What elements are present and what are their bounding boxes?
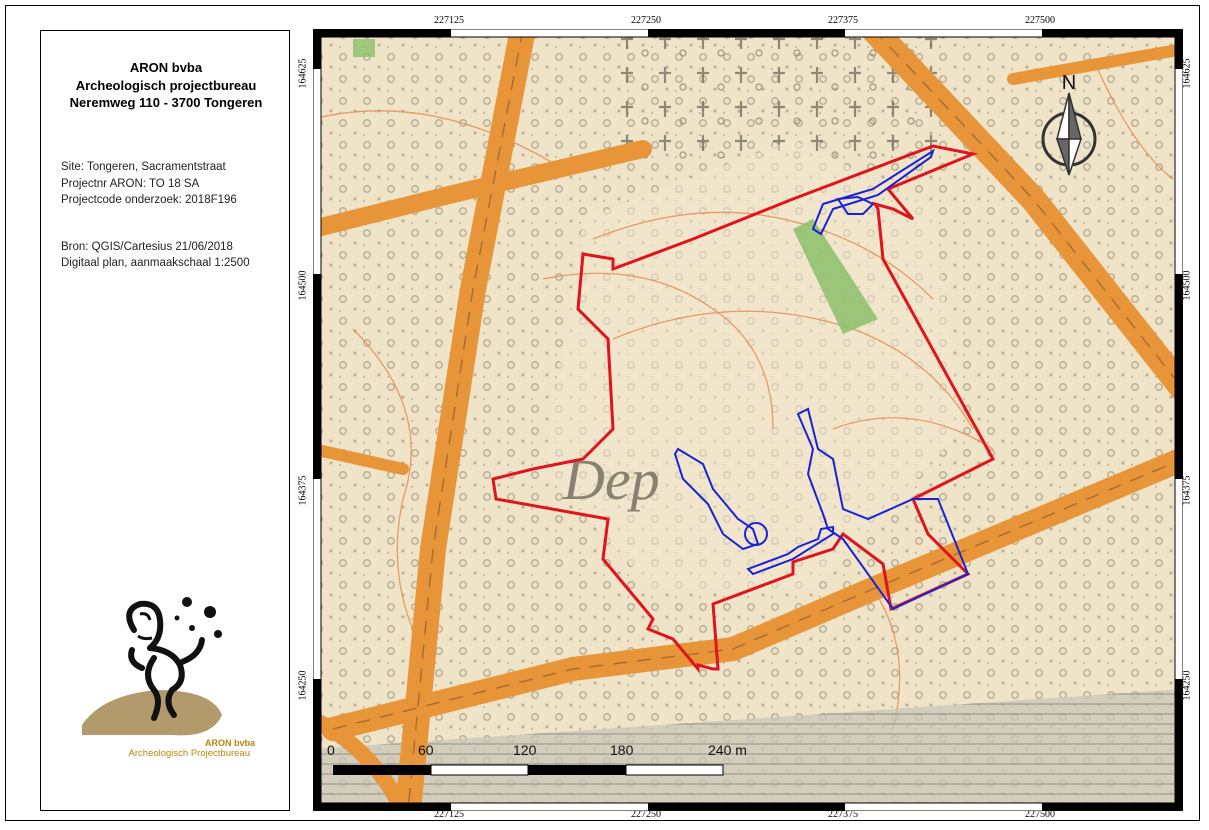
north-label: N [1062, 72, 1076, 94]
org-subtitle: Archeologisch projectbureau [75, 78, 257, 93]
y-tick-left-1: 164625 [297, 58, 309, 89]
scale-label-0: 0 [327, 742, 335, 758]
railway-area [313, 689, 1183, 811]
y-tick-left-4: 164250 [297, 670, 309, 701]
org-name: ARON bvba [129, 60, 203, 75]
y-tick-left-2: 164500 [297, 270, 309, 301]
project-code-text: Projectcode onderzoek: 2018F196 [61, 194, 237, 206]
y-tick-left-3: 164375 [297, 475, 309, 506]
map-place-label: Dep [562, 447, 660, 512]
scale-label-240: 240 m [708, 742, 747, 758]
x-tick-bottom-4: 227500 [1025, 809, 1055, 820]
aron-logo [82, 597, 222, 736]
outer-frame [5, 5, 1200, 821]
map-canvas[interactable]: Dep N 0 60 120 [313, 29, 1183, 811]
y-tick-right-1: 164625 [1181, 58, 1193, 89]
scale-label-180: 180 [610, 742, 634, 758]
site-boundary[interactable] [491, 144, 996, 674]
y-tick-right-4: 164250 [1181, 670, 1193, 701]
x-tick-bottom-3: 227375 [828, 809, 858, 820]
source-text: Bron: QGIS/Cartesius 21/06/2018 [61, 241, 233, 253]
excavation-trenches[interactable] [673, 148, 970, 611]
legend-panel: ARON bvba Archeologisch projectbureau Ne… [40, 30, 290, 811]
map-frame [313, 29, 1183, 811]
project-nr-text: Projectnr ARON: TO 18 SA [61, 178, 200, 190]
org-address: Neremweg 110 - 3700 Tongeren [69, 95, 263, 110]
scale-bar: 0 60 120 180 240 m [327, 742, 747, 776]
site-text: Site: Tongeren, Sacramentstraat [61, 161, 226, 173]
x-tick-top-4: 227500 [1025, 15, 1055, 26]
logo-tagline: Archeologisch Projectbureau [128, 748, 250, 759]
y-tick-right-2: 164500 [1181, 270, 1193, 301]
x-tick-top-3: 227375 [828, 15, 858, 26]
scale-label-60: 60 [418, 742, 434, 758]
north-arrow: N [1041, 72, 1097, 176]
x-tick-bottom-1: 227125 [434, 809, 464, 820]
x-tick-top-1: 227125 [434, 15, 464, 26]
logo-name: ARON bvba [204, 738, 255, 748]
y-tick-right-3: 164375 [1181, 475, 1193, 506]
plan-scale-text: Digitaal plan, aanmaakschaal 1:2500 [61, 257, 250, 269]
x-tick-bottom-2: 227250 [631, 809, 661, 820]
green-zone [793, 219, 878, 334]
scale-label-120: 120 [513, 742, 537, 758]
x-tick-top-2: 227250 [631, 15, 661, 26]
